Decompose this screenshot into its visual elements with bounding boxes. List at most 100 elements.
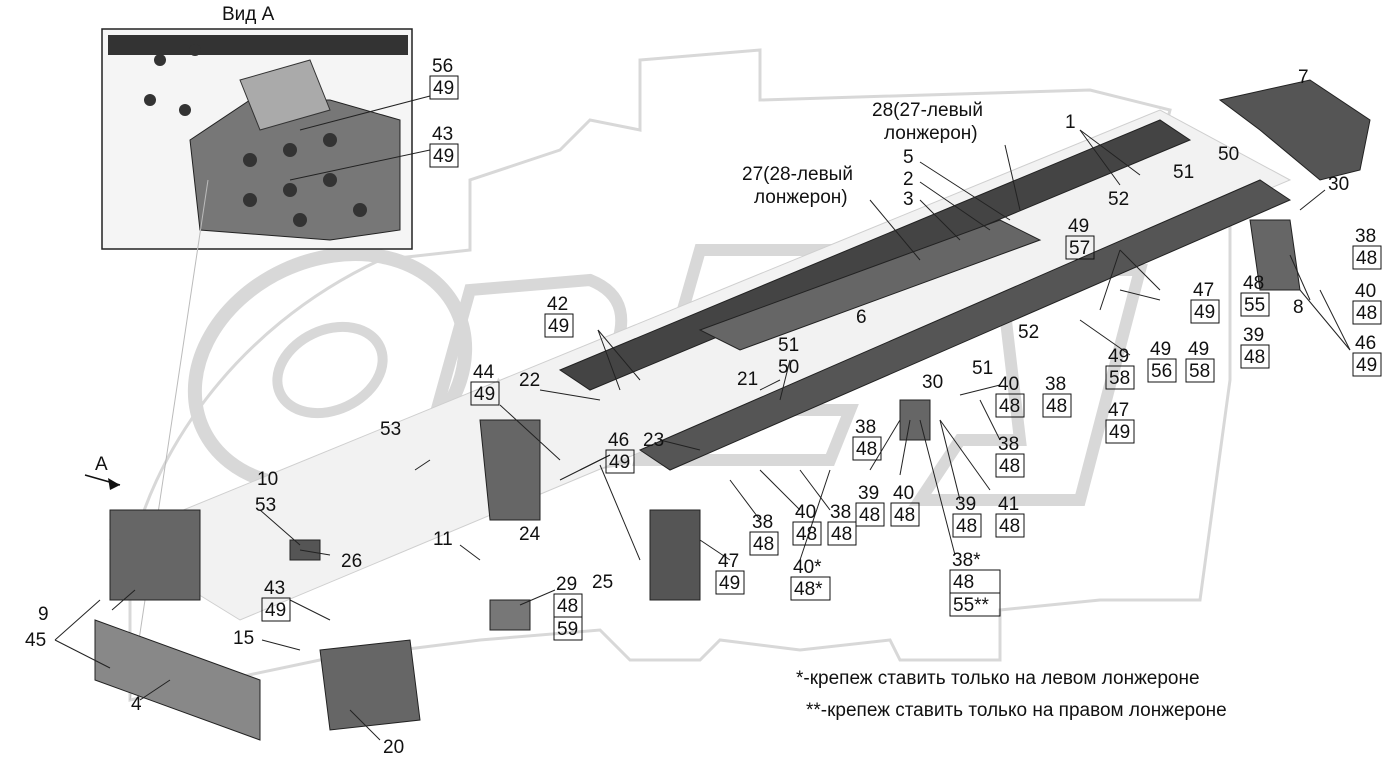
callout-label: 53 [255,495,276,516]
callout-box [470,381,500,406]
callout-box [1352,352,1382,377]
callout-sub-label: 48 [831,524,852,545]
callout-sub-label: 48 [856,439,877,460]
inset-view-a: Вид А [101,4,413,250]
callout-label: 3 [903,189,914,210]
callout-sub-label: 49 [433,78,454,99]
callout-box [1105,365,1135,390]
callout-c15: 15 [233,628,254,649]
callout-c53b: 53 [255,495,276,516]
callout-box [749,531,779,556]
callout-label: 47 [718,551,739,572]
callout-sub-label: 48 [999,456,1020,477]
callout-sub-label: 57 [1069,238,1090,259]
callout-sub-label: 49 [1356,355,1377,376]
callout-box [952,513,982,538]
callout-c50a: 50 [1218,144,1239,165]
callout-c2: 2 [903,169,914,190]
callout-c25: 25 [592,572,613,593]
callout-box [1042,393,1072,418]
callout-c9: 9 [38,604,49,625]
frame-rails [94,79,1371,741]
callout-sub-label: 48 [796,524,817,545]
callout-label: 11 [433,529,453,550]
callout-label: 1 [1065,112,1076,133]
callout-c50b: 50 [778,357,799,378]
callout-box [995,453,1025,478]
callout-c21: 21 [737,369,758,390]
callout-label: 38 [998,434,1019,455]
inset-title: Вид А [222,4,275,25]
callout-label: 46 [1355,333,1376,354]
callout-sub-label: 48 [1356,248,1377,269]
callout-sub-label: 48 [1046,396,1067,417]
callout-c30a: 30 [1328,174,1349,195]
callout-label: 26 [341,551,362,572]
callout-box [852,436,882,461]
callout-label: 47 [1108,400,1129,421]
callout-label: 40 [893,483,914,504]
callout-sub-label: 49 [265,600,286,621]
callout-c52b: 52 [1018,322,1039,343]
callout-layer: 5649434928(27-левыйлонжерон)1727(28-левы… [25,56,1382,758]
callout-label: 5 [903,147,914,168]
callout-box [544,313,574,338]
callout-sub-label: 55** [953,595,990,616]
callout-label: 56 [432,56,453,77]
callout-box [827,521,857,546]
callout-label: 40 [1355,281,1376,302]
callout-box [890,502,920,527]
callout-sub-label: 48 [859,505,880,526]
callout-sub-label: 49 [433,146,454,167]
callout-label: 38 [1355,226,1376,247]
callout-c4: 4 [131,694,142,715]
callout-label: 40 [998,374,1019,395]
callout-label: 47 [1193,280,1214,301]
callout-c8: 8 [1293,297,1304,318]
callout-label: 22 [519,370,540,391]
callout-sub-label: 49 [1194,302,1215,323]
callout-label: 7 [1298,67,1309,88]
callout-box [429,75,459,100]
callout-box [1352,245,1382,270]
callout-sub-label: 48* [794,579,823,600]
callout-sub-label: 48 [753,534,774,555]
callout-sub-label: 49 [719,573,740,594]
callout-label: 49 [1188,339,1209,360]
callout-label: 51 [778,335,799,356]
callout-label: 27(28-левый [742,164,853,185]
callout-sub-label: 48 [999,396,1020,417]
callout-label: 23 [643,430,664,451]
callout-label: 28(27-левый [872,100,983,121]
callout-label: 38* [952,550,981,571]
callout-c20: 20 [383,737,404,758]
callout-label: 39 [1243,325,1264,346]
callout-c45: 45 [25,630,46,651]
callout-label: 21 [737,369,758,390]
callout-c6: 6 [856,307,867,328]
callout-label-line2: лонжерон) [754,187,848,208]
callout-box [261,597,291,622]
callout-label: 51 [1173,162,1194,183]
callout-c51a: 51 [1173,162,1194,183]
callout-box [605,449,635,474]
callout-label: 49 [1150,339,1171,360]
callout-label: 38 [752,512,773,533]
callout-label: 30 [922,372,943,393]
callout-box [792,521,822,546]
callout-label: 41 [998,494,1019,515]
callout-sub-label: 58 [1189,361,1210,382]
